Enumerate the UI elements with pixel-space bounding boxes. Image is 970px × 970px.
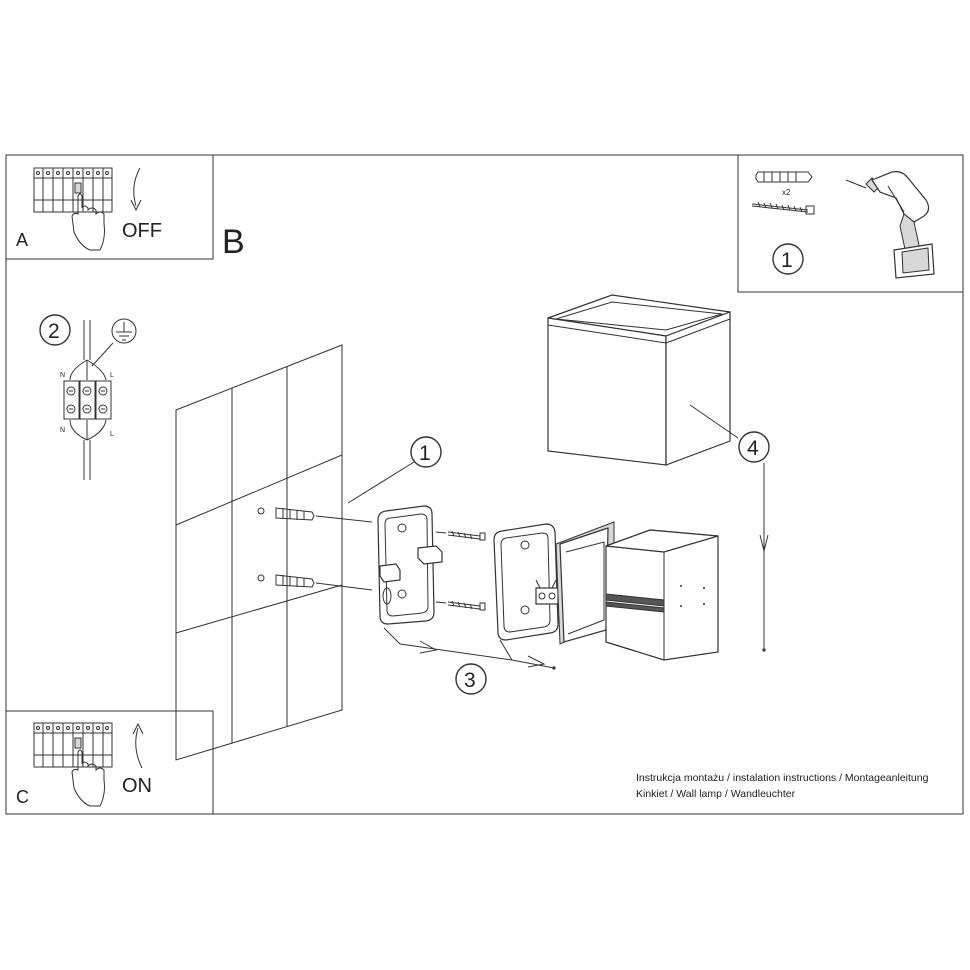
screw-icon: [751, 201, 815, 215]
caption-title: Instrukcja montażu / instalation instruc…: [636, 772, 929, 784]
cover-arrow: [759, 463, 769, 652]
panel-a-letter: A: [16, 230, 28, 250]
sheet-frame: [5, 154, 964, 815]
tools-step-badge: [772, 243, 804, 275]
wall-plugs: [257, 507, 373, 591]
wiring-step-badge: [39, 314, 71, 346]
terminal-n-top: N: [60, 372, 65, 379]
lamp-cover: [547, 294, 731, 466]
lamp-base-plate: [493, 523, 567, 641]
terminal-block: [63, 380, 112, 420]
drill-icon: [845, 171, 935, 279]
fixing-screws: [435, 530, 486, 611]
rotate-down-arrow-icon: [130, 167, 142, 212]
connect-step-number: 3: [464, 669, 476, 692]
terminal-n-bottom: N: [60, 427, 65, 434]
on-label: ON: [122, 775, 152, 797]
breaker-icon: [33, 167, 113, 213]
quantity-label: x2: [782, 188, 791, 197]
tools-panel: x2 1: [737, 154, 964, 293]
tools-step-number: 1: [781, 249, 793, 272]
connect-arrows: [383, 627, 556, 670]
wiring-step-number: 2: [48, 320, 60, 343]
terminal-l-top: L: [110, 372, 114, 379]
caption-subtitle: Kinkiet / Wall lamp / Wandleuchter: [636, 788, 796, 800]
panel-b-letter: B: [222, 223, 245, 261]
lamp-body: [555, 521, 719, 661]
mounting-plate: [377, 505, 443, 625]
off-label: OFF: [122, 220, 162, 242]
cover-step-number: 4: [747, 437, 759, 460]
wall-tiles: [175, 344, 343, 761]
rotate-up-arrow-icon: [132, 722, 144, 769]
hand-icon: [71, 193, 105, 251]
breaker-icon: [33, 722, 113, 768]
cover-step-badge: [738, 431, 770, 463]
wall-plug-icon: [755, 171, 813, 183]
terminal-l-bottom: L: [110, 431, 114, 438]
wiring-detail: 2 N L N L: [39, 314, 137, 480]
connect-step-badge: [455, 663, 487, 695]
ground-icon: [111, 318, 137, 344]
plate-step-number: 1: [419, 442, 431, 465]
plate-step-badge: [410, 436, 442, 468]
hand-icon: [71, 749, 105, 807]
panel-c-letter: C: [16, 787, 29, 807]
panel-a: A OFF: [5, 154, 214, 260]
panel-c: C ON: [5, 710, 214, 815]
